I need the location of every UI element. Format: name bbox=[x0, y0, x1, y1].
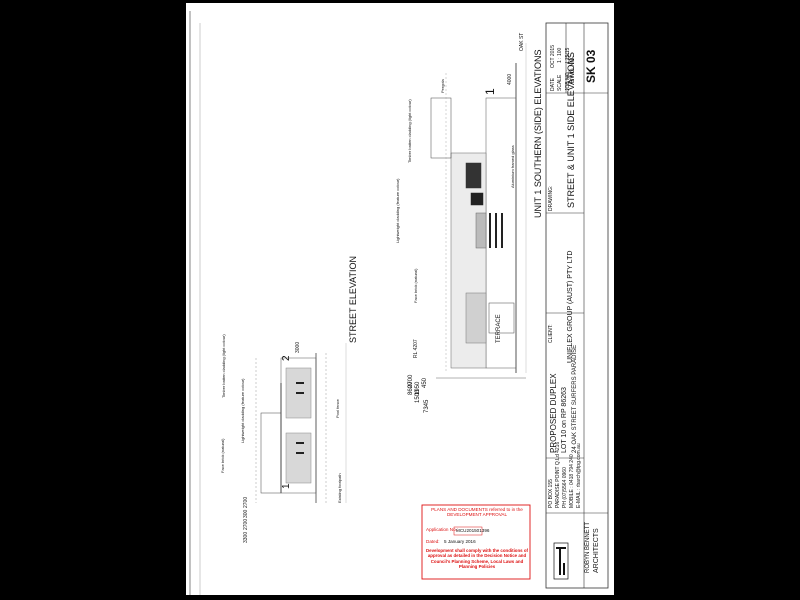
street-note-1: Lightweight cladding (feature colour) bbox=[240, 378, 245, 443]
side-note-2: Face brick (natural) bbox=[413, 268, 418, 303]
firm-line-1: ROBYN BENNETT bbox=[585, 521, 591, 573]
drawing-sheet: DWG NO.: SK 03 DATE OCT 2015 SCALE 1 : 1… bbox=[186, 3, 614, 595]
side-elevation-drawing bbox=[430, 43, 527, 379]
street-note-0: Timber batten cladding (light colour) bbox=[221, 334, 226, 398]
approval-stamp-header: PLANS AND DOCUMENTS referred to in the D… bbox=[431, 507, 523, 518]
client-label: CLIENT: bbox=[548, 324, 554, 343]
street-elevation-drawing bbox=[255, 343, 347, 503]
side-dim-3: 450 bbox=[422, 377, 428, 388]
street-note-2: Face brick (natural) bbox=[220, 438, 225, 473]
street-unit-1: 1 bbox=[281, 483, 292, 489]
contact-mobile: MOBILE : 0418 794 240 bbox=[569, 454, 575, 508]
oak-st-label: OAK ST bbox=[519, 32, 525, 51]
street-note-4: Existing footpath bbox=[337, 473, 342, 503]
project-line-2: LOT 10 on RP 86263 bbox=[561, 387, 568, 453]
contact-email: E-MAIL : rbarch@tpg.com.au bbox=[576, 443, 582, 508]
project-line-3: 24 OAK STREET SURFERS PARADISE bbox=[572, 344, 578, 453]
side-rl-0: 4000 bbox=[507, 73, 513, 85]
side-note-1: Lightweight cladding (feature colour) bbox=[395, 178, 400, 243]
architectural-drawing bbox=[189, 11, 609, 595]
contact-phone: PH (07)5564 0960 bbox=[562, 467, 568, 508]
contact-city: PARADISE POINT Q.Ld 4216 bbox=[555, 441, 561, 508]
street-dim-2: 300 bbox=[243, 509, 249, 518]
application-no-box bbox=[453, 526, 483, 536]
drawing-label: DRAWING: bbox=[548, 185, 554, 211]
side-note-0: Timber batten cladding (light colour) bbox=[407, 99, 412, 163]
side-unit-1: 1 bbox=[483, 88, 497, 95]
street-dim-4: 3000 bbox=[295, 341, 301, 353]
contact-po-box: PO BOX 155 bbox=[548, 479, 554, 508]
dwg-no: SK 03 bbox=[584, 49, 598, 83]
side-rl-1: RL 4207 bbox=[413, 339, 419, 358]
firm-logo bbox=[553, 542, 569, 580]
street-dim-1: 2700 bbox=[243, 518, 249, 530]
terrace-label: TERRACE bbox=[496, 314, 502, 343]
street-unit-2: 2 bbox=[281, 355, 292, 361]
drawing-value: STREET & UNIT 1 SIDE ELEVATIONS bbox=[566, 52, 576, 208]
side-dim-4: 1500 bbox=[415, 389, 421, 403]
date-label: DATE bbox=[550, 78, 556, 91]
side-note-4: Pergola bbox=[440, 79, 445, 93]
scale-value: 1 : 100 bbox=[557, 47, 563, 63]
scale-label: SCALE bbox=[557, 74, 563, 91]
approval-stamp-body: Development shall comply with the condit… bbox=[426, 548, 528, 569]
dated-label: Dated: bbox=[426, 539, 440, 544]
street-note-3: Pool fence bbox=[335, 399, 340, 418]
street-dim-3: 2700 bbox=[243, 496, 249, 508]
application-no: MCU201501396 bbox=[456, 528, 490, 533]
side-elevation-title: UNIT 1 SOUTHERN (SIDE) ELEVATIONS bbox=[533, 49, 543, 218]
application-label: Application No.: bbox=[426, 527, 459, 532]
street-dim-0: 3300 bbox=[243, 531, 249, 543]
title-block-frame bbox=[545, 22, 609, 589]
side-dim-1: 8600 bbox=[408, 381, 414, 395]
street-elevation-title: STREET ELEVATION bbox=[348, 255, 358, 343]
date-value: OCT 2015 bbox=[550, 45, 556, 68]
side-dim-total: 7345 bbox=[424, 399, 430, 413]
approval-stamp-frame bbox=[421, 504, 531, 580]
dated-value: 5 January 2016 bbox=[444, 539, 476, 544]
firm-line-2: ARCHITECTS bbox=[593, 528, 600, 573]
side-note-3: Aluminium framed glass bbox=[510, 145, 515, 188]
